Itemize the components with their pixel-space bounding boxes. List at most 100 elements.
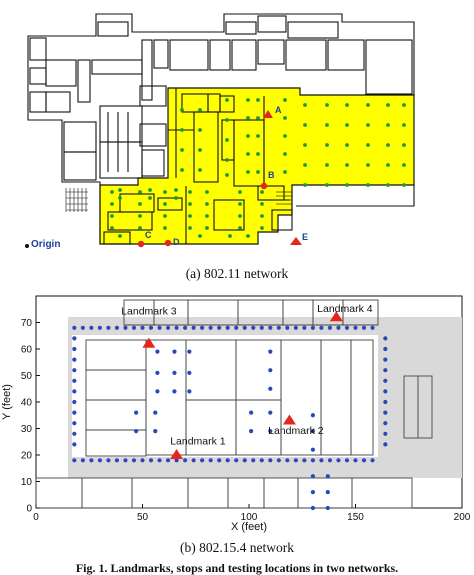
- stop-point: [327, 458, 333, 463]
- y-tick-label: 60: [21, 345, 33, 356]
- stop-point: [80, 325, 85, 330]
- stop-dot: [188, 202, 192, 206]
- stop-point: [302, 458, 307, 463]
- stop-dot: [283, 134, 287, 138]
- stop-point: [353, 325, 358, 330]
- origin-label: Origin: [31, 239, 60, 250]
- stop-dot: [198, 148, 202, 152]
- stop-point: [97, 325, 102, 330]
- x-axis-label: X (feet): [231, 521, 267, 533]
- stop-dot: [260, 202, 264, 206]
- y-tick-label: 0: [26, 504, 32, 515]
- stop-point: [383, 357, 388, 362]
- y-tick-label: 20: [21, 451, 33, 462]
- landmark-b-marker: [260, 182, 268, 190]
- stop-point: [310, 505, 315, 511]
- stop-point: [319, 458, 324, 463]
- stop-point: [268, 368, 273, 373]
- stop-dot: [138, 202, 142, 206]
- stop-point: [187, 389, 192, 394]
- stop-dot: [303, 183, 307, 187]
- corridor-area: [68, 317, 462, 478]
- stop-dot: [174, 188, 178, 192]
- stop-point: [234, 325, 239, 330]
- landmark-labels-a: A B C D E: [145, 105, 308, 247]
- stop-dot: [345, 103, 349, 107]
- stop-dot: [148, 196, 152, 200]
- landmark-a-marker: [263, 110, 273, 118]
- stop-point: [361, 325, 367, 330]
- stop-point: [72, 357, 77, 362]
- landmark-annotation: Landmark 3: [121, 306, 177, 318]
- stop-point: [217, 458, 222, 463]
- stop-point: [140, 325, 145, 330]
- x-tick-label: 150: [347, 512, 364, 523]
- stop-dot: [283, 152, 287, 156]
- stop-point: [310, 458, 315, 463]
- stop-point: [89, 458, 94, 463]
- landmark-point: [142, 337, 156, 348]
- landmark-a-label: A: [275, 105, 282, 115]
- stop-dot: [205, 214, 209, 218]
- stop-point: [249, 429, 254, 434]
- stop-point: [325, 474, 330, 479]
- stop-dot: [386, 143, 390, 147]
- stop-dot: [325, 103, 329, 107]
- stop-dot: [325, 183, 329, 187]
- stop-point: [383, 346, 388, 352]
- stop-point: [72, 458, 77, 463]
- stop-point: [268, 325, 273, 330]
- stop-point: [172, 349, 177, 354]
- stop-dot: [386, 103, 390, 107]
- stop-point: [123, 325, 128, 330]
- stop-dot: [110, 202, 114, 206]
- stop-dot: [163, 226, 167, 230]
- landmark-annotation: Landmark 1: [170, 435, 226, 447]
- stairs-hatch: [65, 188, 292, 212]
- stop-point: [268, 429, 273, 434]
- stop-dot: [180, 168, 184, 172]
- stop-point: [72, 410, 77, 415]
- stop-dot: [118, 234, 122, 238]
- stop-point: [72, 325, 77, 330]
- stop-point: [310, 490, 315, 495]
- stop-point: [155, 370, 160, 375]
- stop-point: [310, 325, 315, 330]
- landmark-point: [282, 414, 296, 425]
- stop-dot: [386, 163, 390, 167]
- stop-point: [276, 458, 281, 463]
- stop-point: [208, 458, 213, 463]
- stop-point: [80, 458, 85, 463]
- stop-dot: [256, 170, 260, 174]
- landmark-b-label: B: [268, 170, 275, 180]
- stop-dot: [246, 170, 250, 174]
- stop-dot: [225, 118, 229, 122]
- stop-point: [187, 349, 192, 354]
- floorplan-lines-b: [35, 299, 433, 509]
- stop-point: [370, 458, 375, 463]
- landmark-markers-a: [137, 110, 302, 248]
- stop-point: [200, 325, 205, 330]
- stop-point: [353, 458, 358, 463]
- stop-point: [285, 325, 290, 330]
- stop-point: [155, 389, 160, 394]
- stop-point: [242, 325, 247, 330]
- stop-point: [268, 410, 273, 415]
- stop-point: [383, 410, 388, 415]
- stop-point: [72, 368, 77, 373]
- stop-point: [165, 458, 171, 463]
- x-tick-label: 50: [137, 512, 149, 523]
- stop-dot: [138, 226, 142, 230]
- x-tick-label: 200: [454, 512, 471, 523]
- stop-dot: [188, 214, 192, 218]
- stop-point: [383, 399, 388, 405]
- stop-dot: [238, 202, 242, 206]
- stop-dot: [283, 116, 287, 120]
- stop-point: [344, 325, 350, 330]
- stop-dot: [246, 98, 250, 102]
- stop-dot: [238, 226, 242, 230]
- stop-point: [172, 389, 177, 394]
- stop-dot: [205, 190, 209, 194]
